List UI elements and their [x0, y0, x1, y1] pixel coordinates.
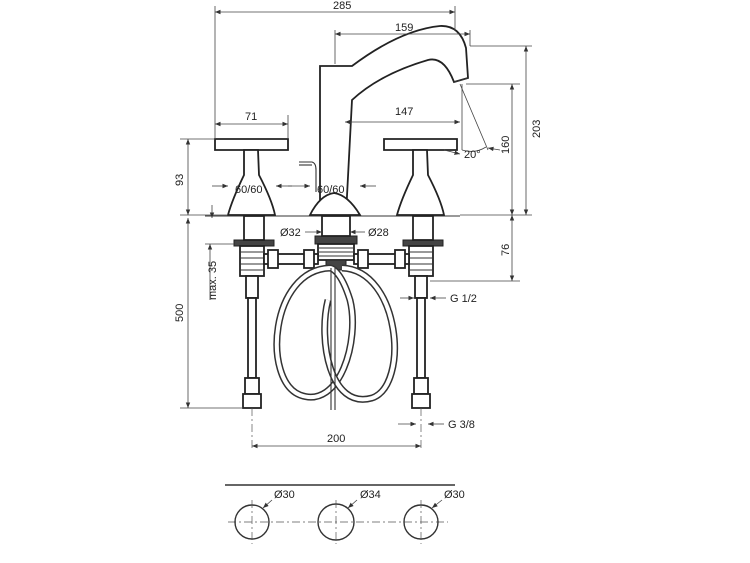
dim-76: 76	[500, 244, 512, 256]
dim-g-1-2: G 1/2	[450, 293, 477, 305]
dim-20deg: 20°	[464, 149, 481, 161]
dimension-lines	[180, 6, 532, 449]
hole-left-label: Ø30	[274, 489, 295, 501]
dim-diam-32: Ø32	[280, 227, 301, 239]
right-handle	[383, 138, 458, 216]
pop-up-rod	[299, 161, 317, 192]
hole-right-label: Ø30	[444, 489, 465, 501]
faucet-assembly	[205, 25, 469, 450]
dim-285: 285	[333, 0, 351, 12]
dim-147: 147	[395, 106, 413, 118]
dim-500: 500	[174, 304, 186, 322]
spout-base	[308, 192, 362, 216]
dim-max-35: max. 35	[207, 261, 219, 300]
hoses	[242, 264, 431, 410]
dimension-labels: 285 159 147 71 20° 160 203 93 60/60 60/6…	[174, 0, 543, 445]
dim-diam-28: Ø28	[368, 227, 389, 239]
dim-60-60-left: 60/60	[235, 184, 263, 196]
dim-159: 159	[395, 22, 413, 34]
dim-200: 200	[327, 433, 345, 445]
center-drain	[314, 215, 358, 271]
dim-g-3-8: G 3/8	[448, 419, 475, 431]
dim-93: 93	[174, 174, 186, 186]
dim-160: 160	[500, 136, 512, 154]
left-handle	[214, 138, 289, 216]
dim-203: 203	[531, 120, 543, 138]
hole-center-label: Ø34	[360, 489, 381, 501]
connector-pipes	[263, 249, 410, 269]
dim-71: 71	[245, 111, 257, 123]
dim-60-60-center: 60/60	[317, 184, 345, 196]
mounting-holes: Ø30 Ø34 Ø30	[225, 484, 465, 544]
